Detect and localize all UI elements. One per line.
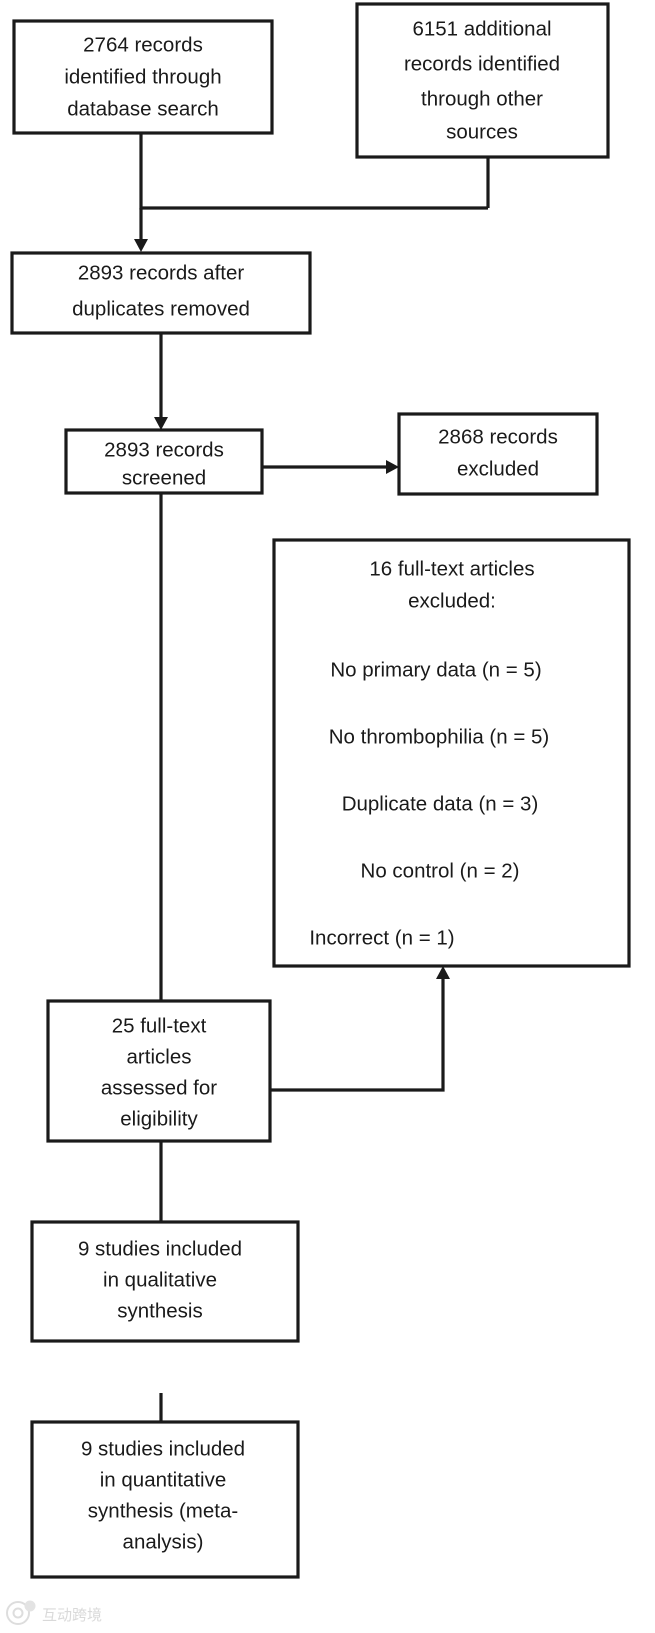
- node-line: in qualitative: [103, 1268, 217, 1291]
- records-screened-box: 2893 records screened: [64, 428, 264, 495]
- node-line: duplicates removed: [72, 297, 250, 320]
- connector-duplicates-to-screened: [154, 333, 168, 430]
- exclusion-reason: Incorrect (n = 1): [309, 926, 454, 949]
- records-excluded-box: 2868 records excluded: [397, 412, 599, 496]
- full-text-articles-assessed-box: 25 full-text articles assessed for eligi…: [46, 999, 272, 1143]
- watermark-label: 互动跨境: [42, 1606, 102, 1624]
- node-line: 2764 records: [83, 33, 203, 56]
- connector-identified-to-duplicates: [134, 133, 490, 252]
- node-line: articles: [127, 1045, 192, 1068]
- node-line: synthesis: [117, 1299, 202, 1322]
- records-identified-database-box: 2764 records identified through database…: [12, 19, 274, 135]
- node-line: sources: [446, 120, 518, 143]
- node-line: analysis): [123, 1530, 204, 1553]
- camera-lens-icon: [12, 1607, 24, 1619]
- node-line: 16 full-text articles: [369, 557, 534, 580]
- node-line: 9 studies included: [81, 1437, 245, 1460]
- records-after-duplicates-removed-box: 2893 records after duplicates removed: [10, 251, 312, 335]
- node-line: assessed for: [101, 1076, 217, 1099]
- node-line: 2893 records: [104, 438, 224, 461]
- node-line: through other: [421, 87, 543, 110]
- node-line: 9 studies included: [78, 1237, 242, 1260]
- node-line: excluded:: [408, 589, 496, 612]
- node-line: 2893 records after: [78, 261, 245, 284]
- exclusion-reason: Duplicate data (n = 3): [342, 792, 539, 815]
- watermark: 互动跨境: [6, 1600, 102, 1625]
- node-line: 2868 records: [438, 425, 558, 448]
- exclusion-reason: No control (n = 2): [361, 859, 520, 882]
- node-line: eligibility: [120, 1107, 198, 1130]
- node-line: records identified: [404, 52, 560, 75]
- connector-screened-to-fulltext-assessed: [154, 493, 168, 1038]
- connector-fulltext-assessed-to-excluded: [270, 966, 450, 1092]
- full-text-articles-excluded-box: 16 full-text articles excluded: No prima…: [272, 538, 631, 968]
- node-line: identified through: [64, 65, 221, 88]
- studies-included-qualitative-box: 9 studies included in qualitative synthe…: [30, 1220, 300, 1343]
- node-line: database search: [67, 97, 219, 120]
- studies-included-quantitative-box: 9 studies included in quantitative synth…: [30, 1420, 300, 1579]
- exclusion-reason: No thrombophilia (n = 5): [329, 725, 550, 748]
- camera-icon: [6, 1601, 30, 1625]
- node-line: screened: [122, 466, 206, 489]
- node-line: excluded: [457, 457, 539, 480]
- records-identified-other-sources-box: 6151 additional records identified throu…: [355, 2, 610, 159]
- node-line: 25 full-text: [112, 1014, 207, 1037]
- connector-screened-to-excluded: [262, 460, 399, 474]
- node-line: 6151 additional: [412, 17, 551, 40]
- cc-badge-icon: [24, 1600, 36, 1612]
- node-line: in quantitative: [100, 1468, 227, 1491]
- exclusion-reason: No primary data (n = 5): [330, 658, 541, 681]
- node-line: synthesis (meta-: [88, 1499, 238, 1522]
